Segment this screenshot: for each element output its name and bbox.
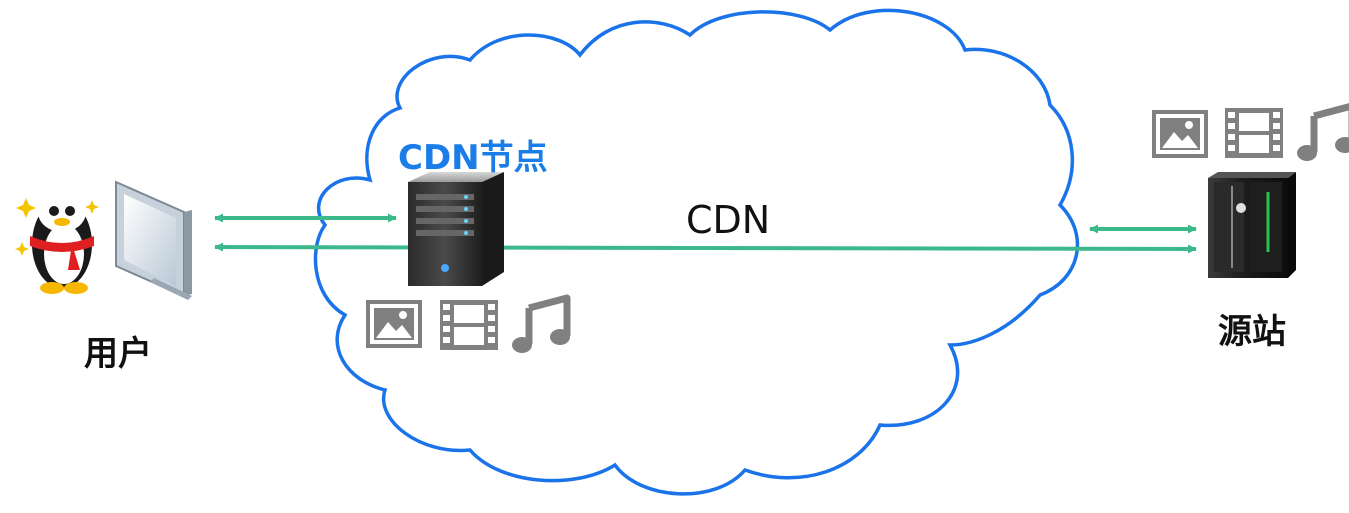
music-note-icon [1297, 106, 1349, 161]
cdn-node-label: CDN节点 [398, 138, 548, 178]
film-icon [440, 300, 498, 350]
server-rack-icon [1208, 172, 1296, 278]
arrows [214, 213, 1197, 254]
image-icon [1152, 110, 1208, 158]
penguin-mascot-icon [15, 192, 99, 294]
origin-label: 源站 [1218, 312, 1286, 352]
arrow-user-to-origin [214, 242, 1197, 254]
cdn-label: CDN [686, 198, 771, 242]
server-tower-icon [408, 172, 504, 286]
origin-media-icons [1152, 106, 1349, 161]
user-label: 用户 [84, 334, 152, 374]
image-icon [366, 300, 422, 348]
monitor-icon [115, 180, 192, 300]
film-icon [1225, 108, 1283, 158]
